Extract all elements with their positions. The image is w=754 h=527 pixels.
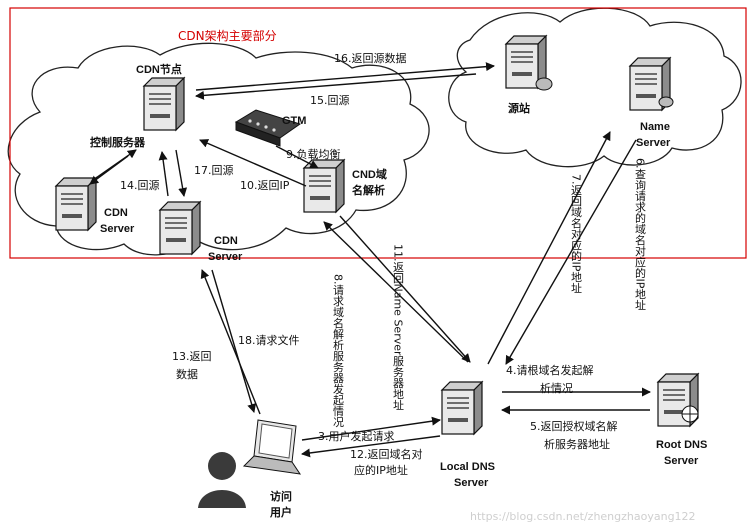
step-5-label-2: 析服务器地址 <box>544 437 610 451</box>
arrow-11 <box>339 215 471 363</box>
origin-label: 源站 <box>508 101 530 115</box>
root-dns-label-1: Root DNS <box>656 439 707 451</box>
local-dns-label-2: Server <box>454 477 489 489</box>
arrow-10 <box>199 139 307 187</box>
step-14-label: 14.回源 <box>120 178 160 192</box>
arrow-7 <box>487 131 611 365</box>
arrow-18 <box>200 269 261 415</box>
control-server-icon <box>143 77 185 131</box>
step-12-label-1: 12.返回域名对 <box>350 447 423 461</box>
user-label-1: 访问 <box>270 489 292 503</box>
arrow-16 <box>195 62 495 91</box>
arrow-9 <box>275 145 319 169</box>
step-13-label-1: 13.返回 <box>172 350 212 363</box>
root-dns-label-2: Server <box>664 455 699 467</box>
step-6-label: 6.查询请求的域名对应的IP地址 <box>634 158 647 310</box>
step-18-label: 18.请求文件 <box>238 333 300 347</box>
step-11-label: 11.返回Name Server服务器地址 <box>392 244 405 411</box>
step-16-label: 16.返回源数据 <box>334 51 407 65</box>
user-label-2: 用户 <box>270 505 292 519</box>
cdn-server-mid-label-1: CDN <box>214 235 238 247</box>
arrow-15 <box>195 73 477 100</box>
disk-icon <box>535 77 553 91</box>
step-12-label-2: 应的IP地址 <box>354 463 408 477</box>
user-icon <box>198 452 246 508</box>
architecture-title: CDN架构主要部分 <box>178 28 277 43</box>
step-3-label: 3.用户发起请求 <box>318 429 395 443</box>
cdn-server-left-icon <box>55 177 97 231</box>
arrow-13 <box>211 269 257 413</box>
cdn-server-left-label-1: CDN <box>104 207 128 219</box>
origin-cloud <box>448 7 742 168</box>
gtm-switch-icon <box>234 109 302 147</box>
cdn-server-mid-icon <box>159 201 201 255</box>
arrow-17-up <box>158 151 169 197</box>
arrow-12 <box>301 435 441 458</box>
step-8-label: 8.请求域名解析服务器发起情况 <box>332 274 345 428</box>
arrow-8 <box>323 221 469 363</box>
disk-icon <box>658 96 674 108</box>
laptop-icon <box>242 419 302 475</box>
cnd-resolver-label-2: 名解析 <box>352 183 385 197</box>
cdn-server-left-label-2: Server <box>100 223 135 235</box>
step-13-label-2: 数据 <box>176 367 198 381</box>
arrow-17-down <box>175 149 188 197</box>
arrow-14-down <box>89 155 129 185</box>
name-server-label-2: Server <box>636 137 671 149</box>
control-server-label: 控制服务器 <box>90 135 146 149</box>
cdn-node-label: CDN节点 <box>136 62 182 76</box>
local-dns-server-icon <box>441 381 483 435</box>
gtm-label: GTM <box>282 115 306 127</box>
arrow-6 <box>505 139 637 365</box>
step-4-label-1: 4.请根域名发起解 <box>506 363 594 377</box>
arrow-3 <box>301 416 441 441</box>
step-5-label-1: 5.返回授权域名解 <box>530 419 618 433</box>
local-dns-label-1: Local DNS <box>440 461 495 473</box>
step-15-label: 15.回源 <box>310 93 350 107</box>
step-4-label-2: 析情况 <box>540 381 573 395</box>
cnd-resolver-icon <box>303 159 345 213</box>
watermark: https://blog.csdn.net/zhengzhaoyang122 <box>470 510 696 523</box>
step-9-label: 9.负载均衡 <box>286 147 341 161</box>
step-10-label: 10.返回IP <box>240 179 290 192</box>
step-17-label: 17.回源 <box>194 163 234 177</box>
name-server-label-1: Name <box>640 121 670 133</box>
cnd-resolver-label-1: CND域 <box>352 167 387 181</box>
step-7-label: 7.返回域名对应的IP地址 <box>570 174 583 293</box>
cdn-server-mid-label-2: Server <box>208 251 243 263</box>
